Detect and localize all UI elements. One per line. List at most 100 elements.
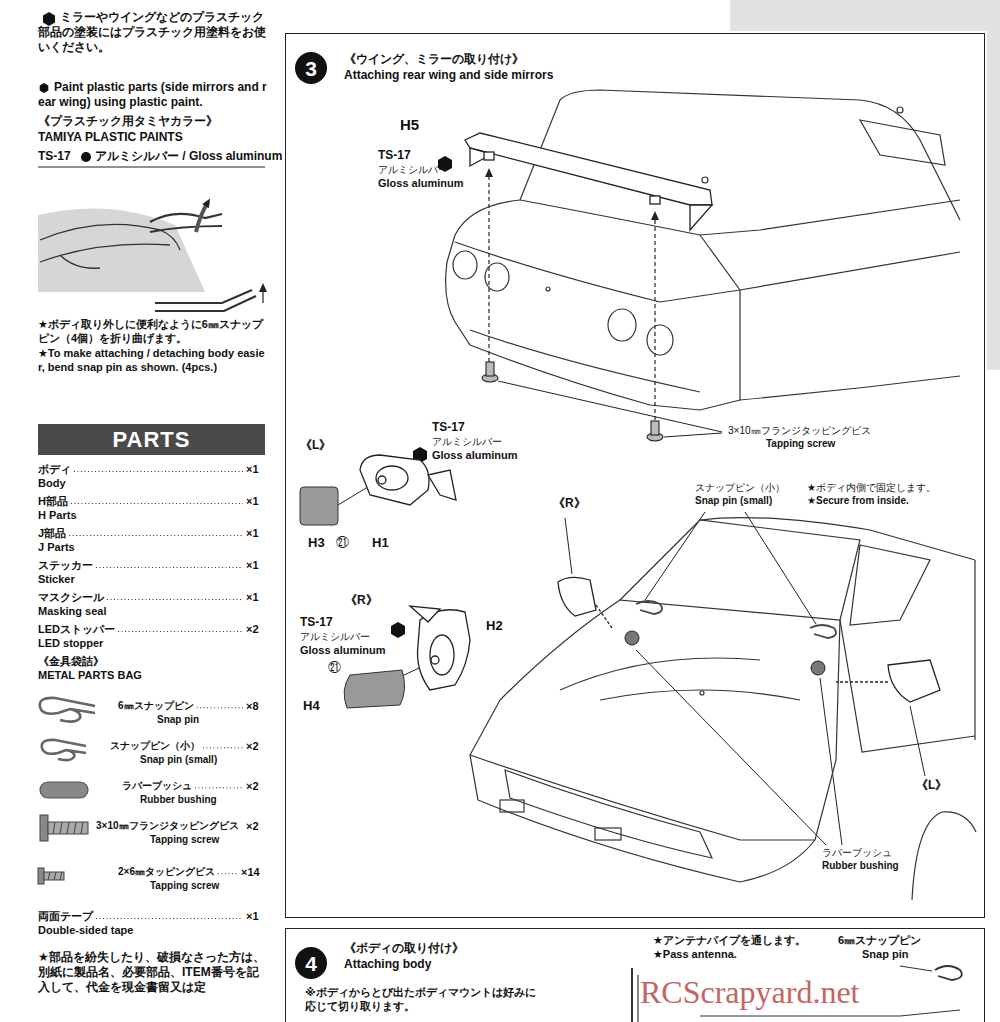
front-car-illustration-part xyxy=(600,690,800,700)
front-car-illustration-part xyxy=(560,658,760,690)
metal-part-icons-part xyxy=(48,822,88,834)
side-mirror-part xyxy=(888,660,940,702)
page-background-strip-part xyxy=(730,0,1000,31)
rear-wing xyxy=(465,133,712,230)
mirror-glass-h4-part xyxy=(344,670,404,708)
mirror-glass-h4 xyxy=(344,670,404,708)
front-car-illustration-part xyxy=(500,800,524,812)
label-text: 《R》 xyxy=(345,593,378,608)
label-text: Tapping screw xyxy=(150,880,219,893)
label-text: Gloss aluminum xyxy=(300,644,386,658)
label-text: Sticker xyxy=(38,573,75,587)
rear-car-illustration-part xyxy=(546,287,550,291)
dotted-leader xyxy=(203,747,243,748)
front-car-illustration-part xyxy=(505,770,712,858)
label-text: Snap pin xyxy=(157,714,199,727)
label-text: H2 xyxy=(486,618,503,634)
step-digit: 3 xyxy=(305,58,317,79)
step-title: 《ボディの取り付け》 xyxy=(344,941,464,956)
label-text: TS-17 xyxy=(300,615,333,630)
label-text: ※ボディからとび出たボディマウントは好みに応じて切り取ります。 xyxy=(305,986,545,1014)
step4-illustration xyxy=(632,966,962,1022)
pliers-illustration xyxy=(38,202,263,311)
step4-illustration-part xyxy=(637,975,638,1022)
rubber-bushing xyxy=(625,631,825,675)
label-text: ラバーブッシュ xyxy=(822,847,892,860)
front-car-illustration-part xyxy=(700,691,704,695)
dotted-leader xyxy=(107,599,243,600)
pliers-illustration-part xyxy=(150,226,222,232)
mirror-glass-h3-part xyxy=(300,487,338,525)
metal-part-icons-part xyxy=(38,868,44,884)
label-text: ラバーブッシュ xyxy=(122,780,192,793)
rule-line xyxy=(38,166,265,167)
step-subtitle: Attaching body xyxy=(344,957,431,972)
label-text: TS-17 xyxy=(378,148,411,163)
mirror-h2-part xyxy=(418,610,471,690)
label-text: H1 xyxy=(372,535,389,551)
label-text: ×1 xyxy=(246,495,259,509)
label-text: 3×10㎜フランジタッピングビス xyxy=(96,820,239,833)
rear-car-illustration-part xyxy=(455,242,960,302)
label-text: ×2 xyxy=(246,780,259,794)
rule-line-part xyxy=(38,166,265,167)
label-text: TS-17 xyxy=(38,149,71,164)
metal-part-icons-part xyxy=(40,815,48,841)
mirror-h1-part xyxy=(376,466,408,490)
step4-illustration-part xyxy=(700,1010,960,1016)
rear-car-illustration-part xyxy=(455,200,520,235)
front-car-illustration-part xyxy=(620,520,860,620)
leader-line-part xyxy=(565,518,572,574)
label-text: METAL PARTS BAG xyxy=(38,669,142,683)
step-number: 4 xyxy=(295,947,327,979)
label-text: ×8 xyxy=(246,700,259,714)
label-text: マスクシール xyxy=(38,591,104,605)
label-text: 6㎜スナップピン xyxy=(838,934,921,948)
front-car-illustration-part xyxy=(840,620,975,752)
label-text: 《プラスチック用タミヤカラー》 xyxy=(38,114,218,129)
tapping-screw-part xyxy=(486,362,494,376)
dotted-leader xyxy=(74,471,243,472)
label-text: 《L》 xyxy=(916,778,947,793)
step-subtitle: Attaching rear wing and side mirrors xyxy=(344,68,553,83)
assembly-arrow-part xyxy=(654,215,655,420)
pliers-illustration-part xyxy=(40,244,170,262)
rear-car-illustration-part xyxy=(647,325,673,355)
label-text: ミラーやウイングなどのプラスチック部品の塗装にはプラスチック用塗料をお使いくださ… xyxy=(38,10,273,55)
label-text: ×1 xyxy=(246,527,259,541)
dotted-leader xyxy=(195,787,243,788)
rear-wing-part xyxy=(690,205,712,230)
leader-line xyxy=(338,381,925,845)
step-number: 3 xyxy=(295,52,327,84)
metal-part-icons-part xyxy=(53,822,83,834)
label-text: ×1 xyxy=(246,463,259,477)
metal-part-icons xyxy=(38,698,95,884)
label-text: ×2 xyxy=(246,820,259,834)
label-text: Gloss aluminum xyxy=(378,177,464,191)
label-text: ㉑ xyxy=(328,660,341,676)
label-text: 6㎜スナップピン xyxy=(118,700,194,713)
leader-line-part xyxy=(498,381,722,432)
label-text: ★Secure from inside. xyxy=(807,495,909,508)
snap-pin-small-part xyxy=(810,625,836,638)
metal-part-icons-part xyxy=(48,872,62,880)
mirror-h2-part xyxy=(431,656,439,664)
dotted-leader xyxy=(69,535,243,536)
label-text: J Parts xyxy=(38,541,75,555)
mirror-h2-part xyxy=(410,606,440,622)
snap-pin-small xyxy=(636,601,836,638)
rear-car-illustration-part xyxy=(740,290,960,400)
label-text: ★Pass antenna. xyxy=(653,948,737,962)
mirror-h1-part xyxy=(428,470,456,500)
label-text: ★To make attaching / detaching body easi… xyxy=(38,347,270,375)
front-car-illustration-part xyxy=(974,560,975,740)
leader-line-part xyxy=(636,650,826,845)
label-text: Snap pin (small) xyxy=(140,754,217,767)
label-text: アルミシルバー xyxy=(378,164,448,177)
label-text: TAMIYA PLASTIC PAINTS xyxy=(38,130,183,145)
tapping-screw xyxy=(482,362,663,441)
rubber-bushing-part xyxy=(811,661,825,675)
rear-car-illustration-part xyxy=(608,309,636,341)
label-text: LED stopper xyxy=(38,637,103,651)
assembly-arrow xyxy=(489,172,655,420)
